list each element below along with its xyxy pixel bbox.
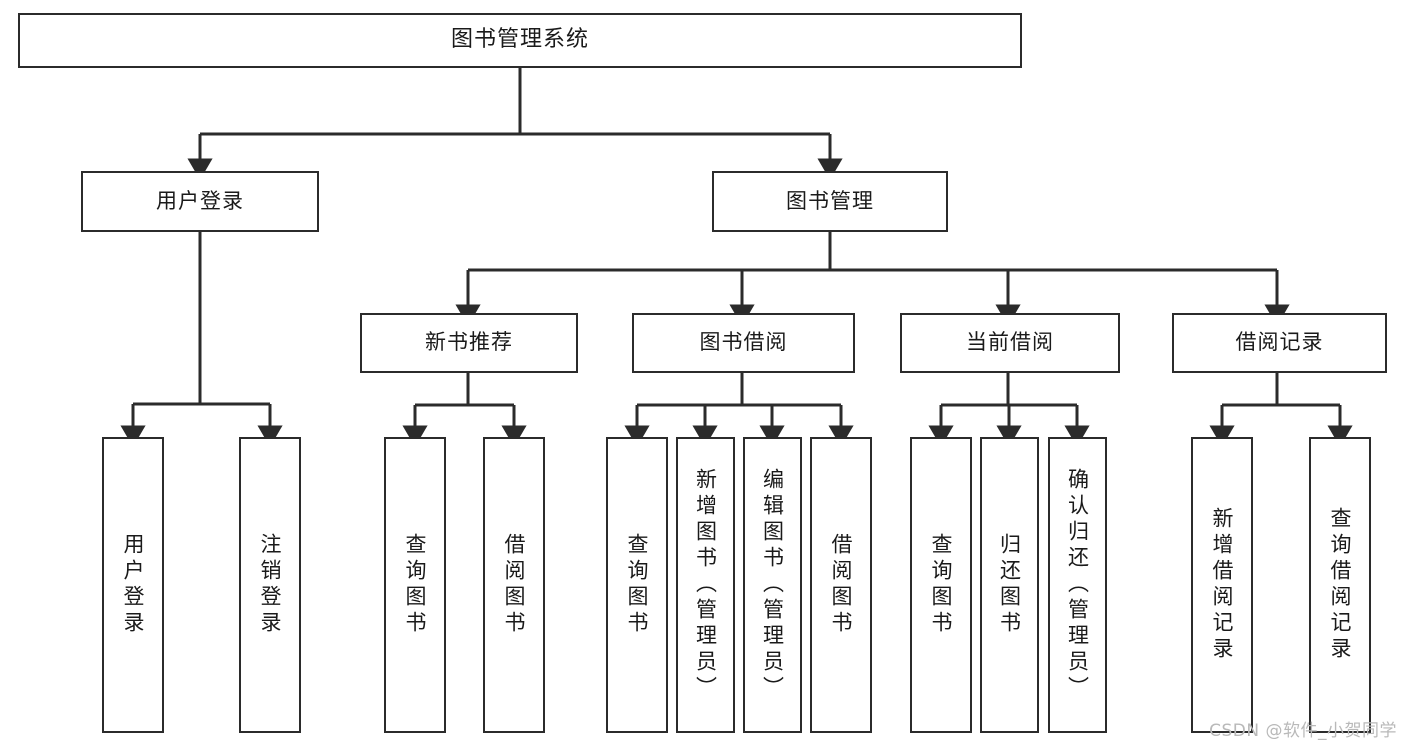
node-label: 图书借阅 — [699, 330, 788, 355]
node-label: 新书推荐 — [425, 330, 513, 355]
node-label: 用户登录 — [156, 188, 244, 213]
leaf-borrow-edit-book[interactable]: 编辑图书（管理员） — [743, 437, 802, 733]
leaf-record-query-record[interactable]: 查询借阅记录 — [1309, 437, 1371, 733]
node-label: 归还图书 — [997, 533, 1022, 637]
node-label: 用户登录 — [121, 533, 146, 637]
node-book-borrow[interactable]: 图书借阅 — [632, 313, 855, 373]
csdn-watermark: CSDN @软件_小贺同学 — [1209, 721, 1397, 741]
leaf-recommend-borrow-book[interactable]: 借阅图书 — [483, 437, 545, 733]
node-root-system[interactable]: 图书管理系统 — [18, 13, 1022, 68]
node-label: 注销登录 — [258, 533, 283, 637]
node-label: 查询图书 — [403, 533, 428, 637]
leaf-user-login-login[interactable]: 用户登录 — [102, 437, 164, 733]
leaf-current-confirm-return[interactable]: 确认归还（管理员） — [1048, 437, 1107, 733]
node-label: 查询图书 — [625, 533, 650, 637]
node-label: 借阅图书 — [502, 533, 527, 637]
leaf-borrow-query-book[interactable]: 查询图书 — [606, 437, 668, 733]
node-label: 新增借阅记录 — [1210, 507, 1235, 663]
leaf-user-login-logout[interactable]: 注销登录 — [239, 437, 301, 733]
leaf-current-return-book[interactable]: 归还图书 — [980, 437, 1039, 733]
node-label: 借阅图书 — [829, 533, 854, 637]
leaf-recommend-query-book[interactable]: 查询图书 — [384, 437, 446, 733]
leaf-borrow-add-book[interactable]: 新增图书（管理员） — [676, 437, 735, 733]
node-label: 当前借阅 — [966, 330, 1054, 355]
node-label: 图书管理 — [786, 188, 874, 213]
node-label: 借阅记录 — [1235, 330, 1324, 355]
node-current-borrow[interactable]: 当前借阅 — [900, 313, 1120, 373]
node-label: 确认归还（管理员） — [1065, 468, 1090, 702]
node-label: 新增图书（管理员） — [693, 468, 718, 702]
node-label: 图书管理系统 — [450, 27, 589, 53]
node-label: 查询借阅记录 — [1328, 507, 1353, 663]
leaf-current-query-book[interactable]: 查询图书 — [910, 437, 972, 733]
node-book-management[interactable]: 图书管理 — [712, 171, 948, 232]
node-new-book-recommend[interactable]: 新书推荐 — [360, 313, 578, 373]
node-user-login[interactable]: 用户登录 — [81, 171, 319, 232]
node-borrow-record[interactable]: 借阅记录 — [1172, 313, 1387, 373]
node-label: 查询图书 — [929, 533, 954, 637]
leaf-borrow-borrow-book[interactable]: 借阅图书 — [810, 437, 872, 733]
leaf-record-add-record[interactable]: 新增借阅记录 — [1191, 437, 1253, 733]
node-label: 编辑图书（管理员） — [760, 468, 785, 702]
